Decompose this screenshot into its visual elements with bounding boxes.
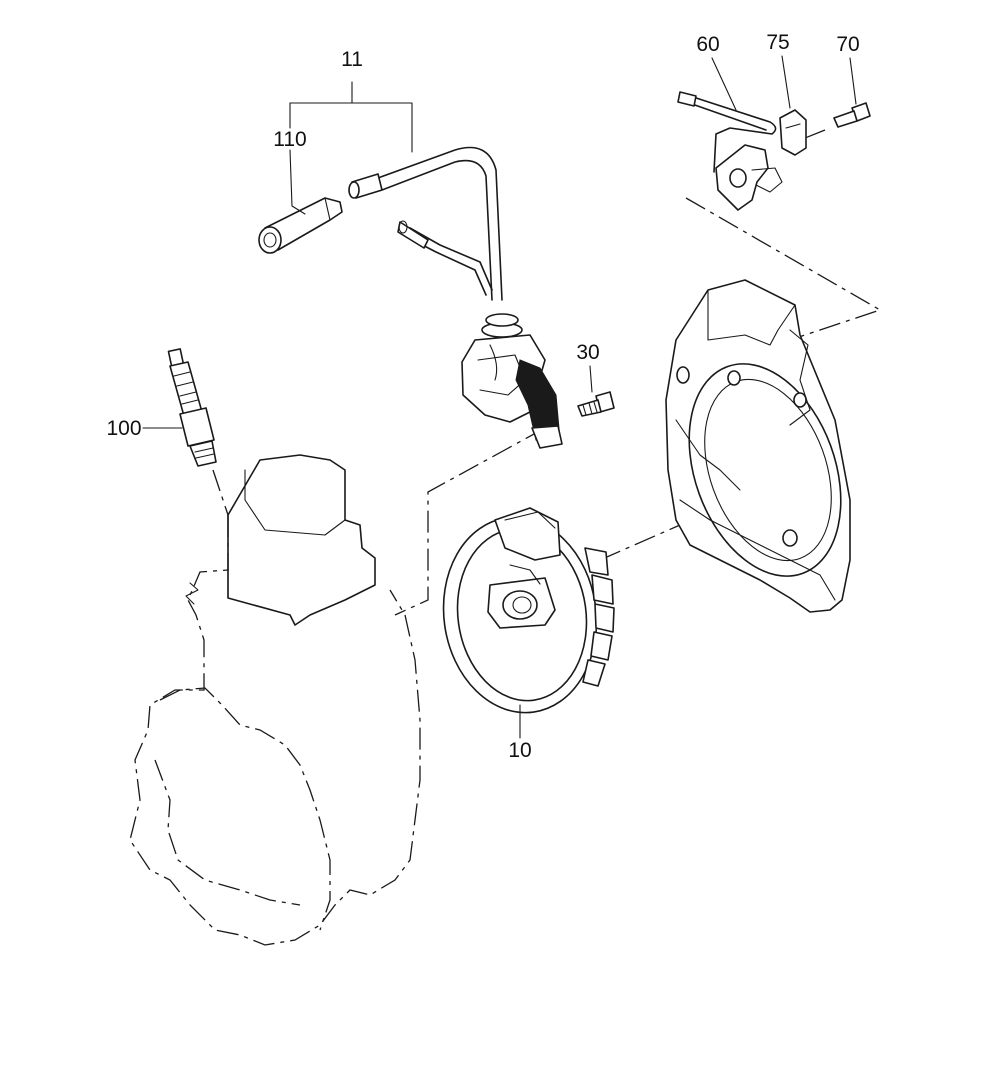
label-11: 11 <box>341 48 363 71</box>
part-labels: 11 110 60 75 70 30 100 10 <box>106 31 859 762</box>
stop-switch <box>677 91 871 211</box>
label-75: 75 <box>766 31 789 54</box>
spark-plug <box>167 348 217 467</box>
leader-lines <box>142 55 857 739</box>
label-70: 70 <box>836 33 859 56</box>
fan-housing <box>665 279 851 613</box>
flywheel <box>442 507 615 714</box>
label-60: 60 <box>696 33 719 56</box>
screw <box>577 391 615 417</box>
label-110: 110 <box>273 128 306 151</box>
label-100: 100 <box>106 417 141 440</box>
label-10: 10 <box>508 739 531 762</box>
engine-block <box>129 454 421 946</box>
label-30: 30 <box>576 341 599 364</box>
assembly-lines <box>212 129 882 616</box>
ignition-coil <box>258 146 563 449</box>
